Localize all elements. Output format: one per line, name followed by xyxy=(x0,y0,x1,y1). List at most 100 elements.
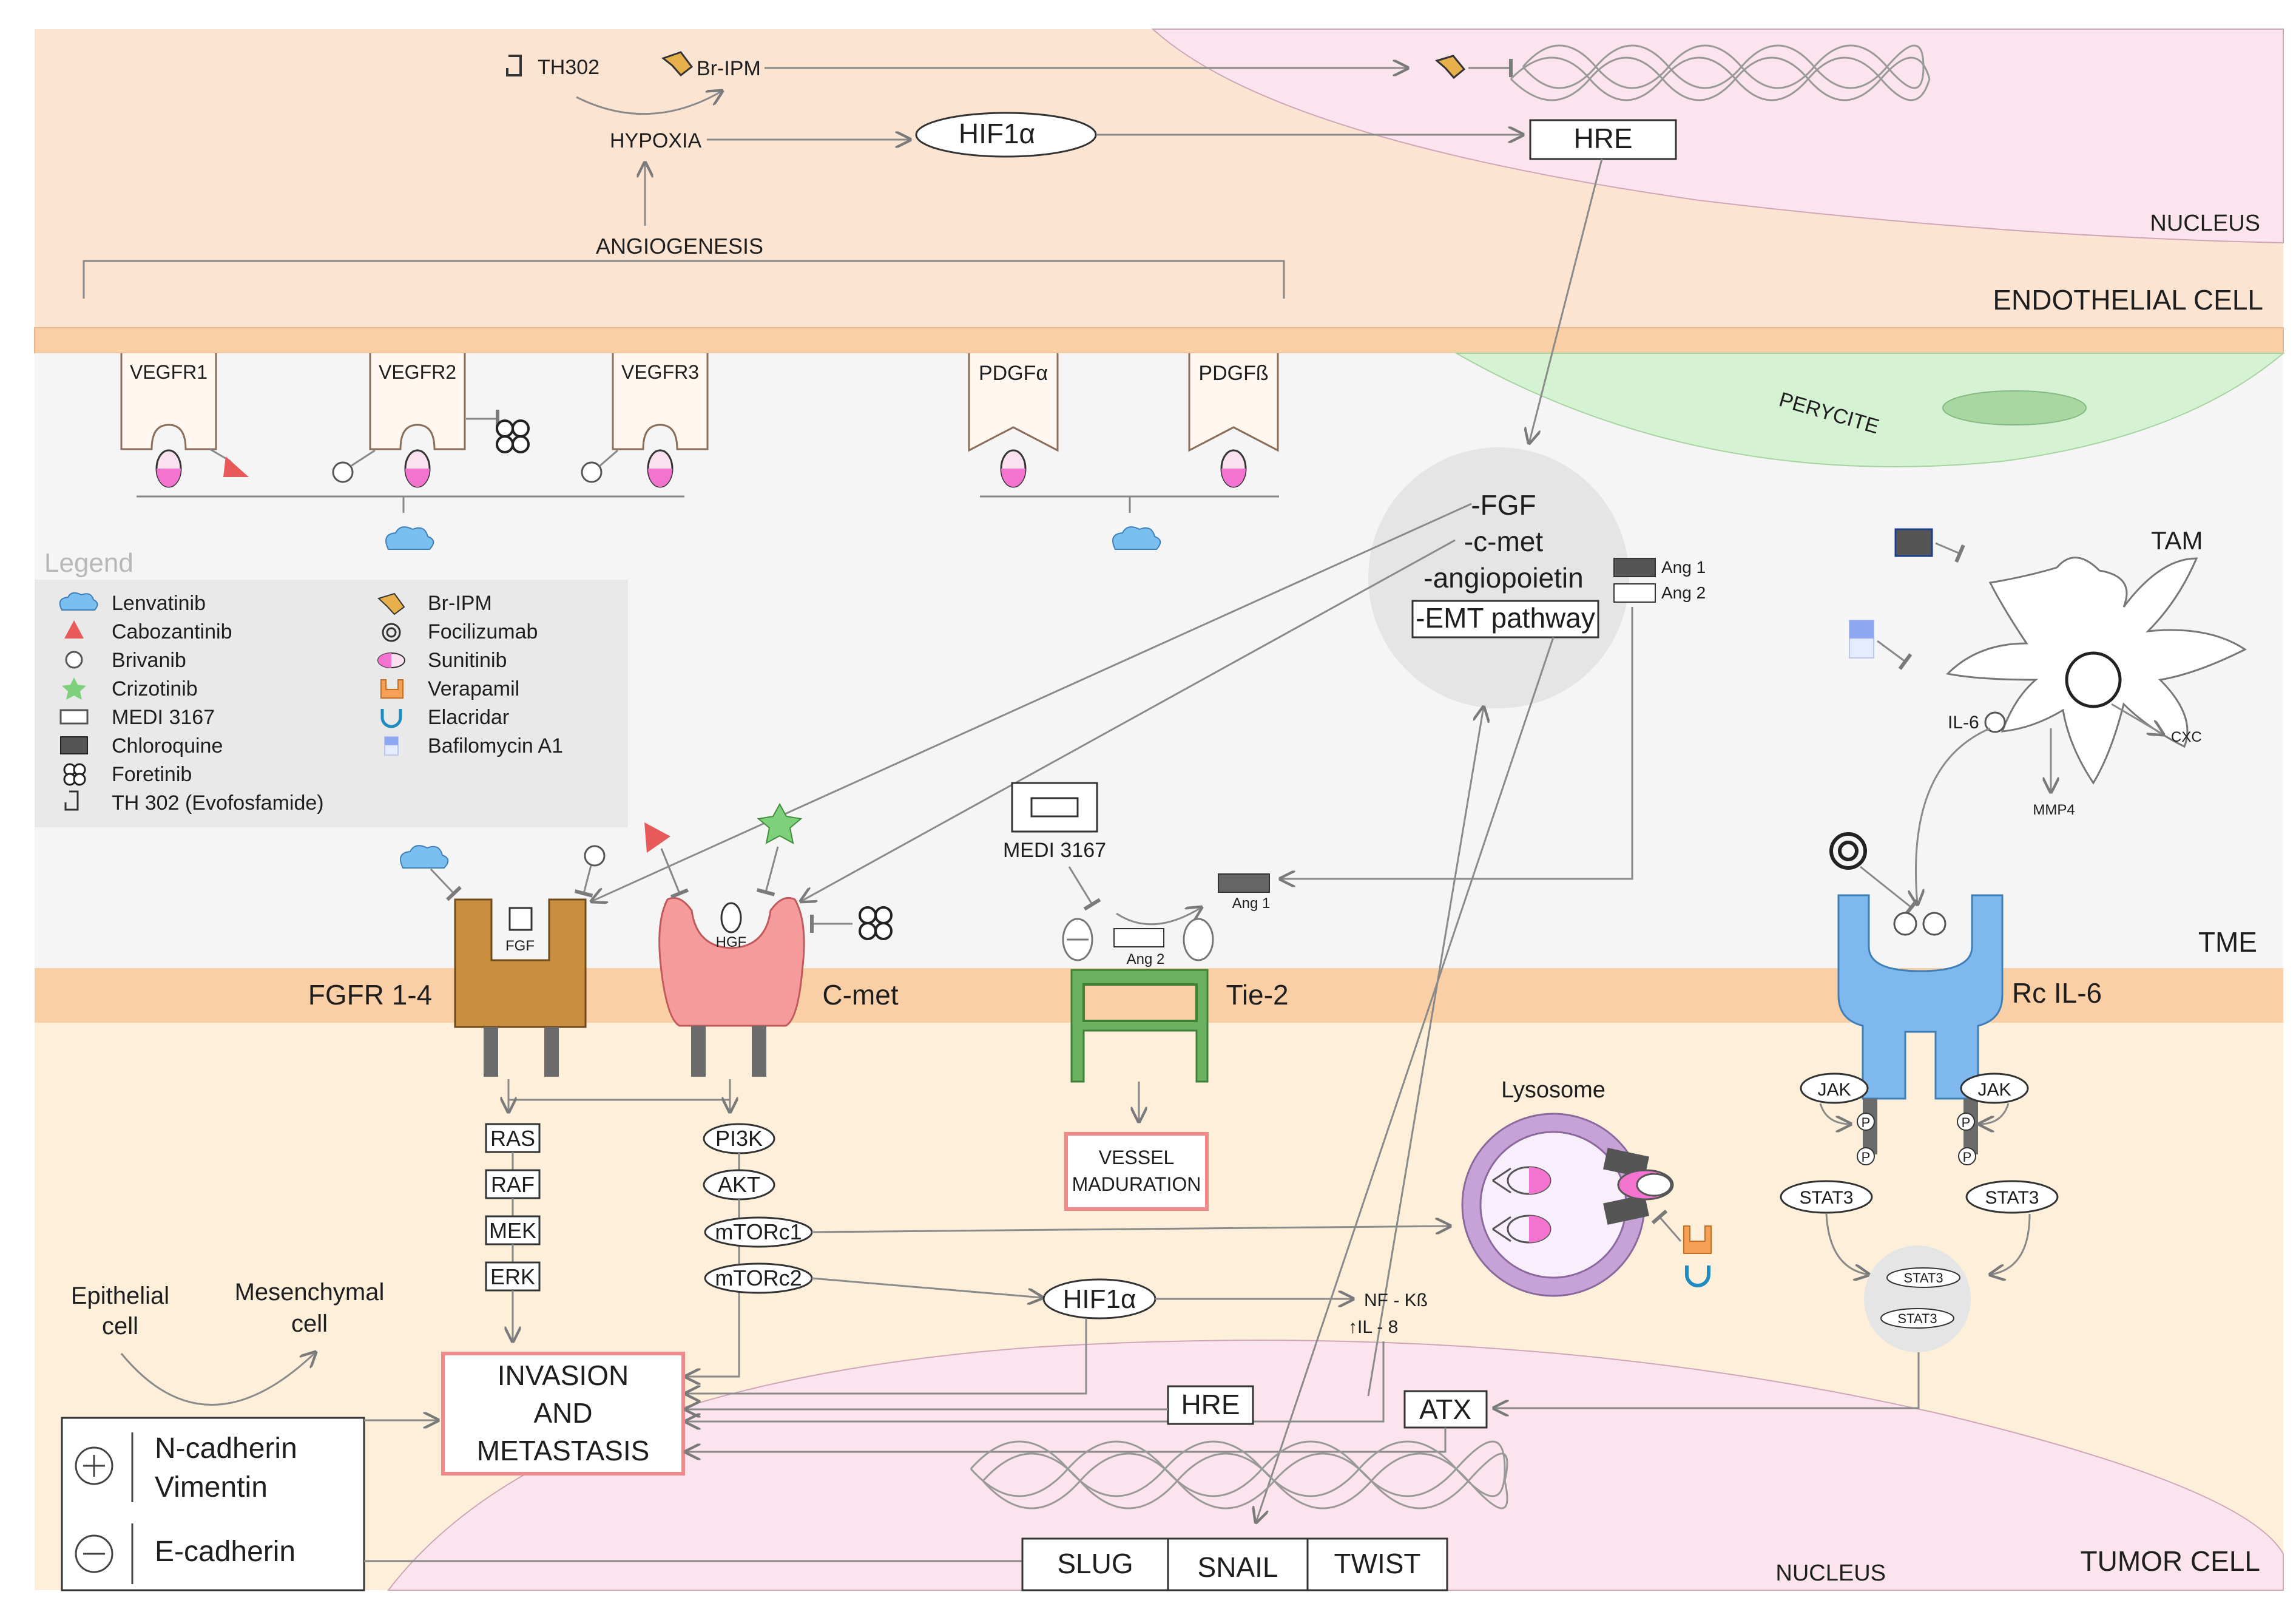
lenvatinib-cloud-icon xyxy=(400,845,449,869)
endothelial-cell-label: ENDOTHELIAL CELL xyxy=(1993,284,2263,316)
akt-label: AKT xyxy=(718,1172,760,1197)
fgfr-receptor: FGF FGFR 1-4 xyxy=(308,845,606,1077)
mmp4-label: MMP4 xyxy=(2033,802,2075,818)
ras-box xyxy=(485,1123,541,1153)
vegfr1-label: VEGFR1 xyxy=(130,361,208,383)
mtorc2-label: mTORc2 xyxy=(715,1265,802,1290)
vessel-maduration-box xyxy=(1064,1132,1209,1211)
medi-label: MEDI 3167 xyxy=(1003,839,1106,862)
lysosome: Lysosome xyxy=(1461,1077,1712,1297)
mesenchymal-label-1: Mesenchymal xyxy=(235,1279,385,1306)
nucleus-top-region xyxy=(1151,29,2284,244)
epithelial-label-1: Epithelial xyxy=(71,1282,169,1309)
legend: Legend Lenvatinib Cabozantinib Brivanib … xyxy=(35,548,628,827)
vessel-label-1: VESSEL xyxy=(1099,1147,1175,1168)
emt-to-slug-arrow xyxy=(1256,637,1555,1522)
th302-label: TH302 xyxy=(538,56,599,79)
snail-label: SNAIL xyxy=(1198,1551,1278,1583)
legend-item-bafilomycin: Bafilomycin A1 xyxy=(428,734,563,757)
il6-label: IL-6 xyxy=(1948,713,1979,733)
sunitinib-capsule-icon xyxy=(377,652,405,668)
tumor-signaling: RAS RAF MEK ERK PI3K AKT mTORc1 mTORc2 H… xyxy=(61,1079,1508,1591)
fgf-ligand-label: FGF xyxy=(505,938,535,954)
fgfr-label: FGFR 1-4 xyxy=(308,979,432,1011)
stat3-small-b-label: STAT3 xyxy=(1897,1311,1937,1326)
ang1-small-label: Ang 1 xyxy=(1232,895,1271,912)
phospho-label-3: P xyxy=(1962,1115,1971,1130)
atx-box xyxy=(1403,1390,1488,1429)
jak-right-label: JAK xyxy=(1977,1080,2011,1100)
legend-item-chloroquine: Chloroquine xyxy=(112,734,223,757)
sunitinib-capsule-icon xyxy=(1492,1166,1551,1244)
fgf-ligand-box xyxy=(508,907,533,931)
brivanib-circle-icon xyxy=(581,461,603,483)
br-ipm-icon-nucleus xyxy=(1434,55,1466,80)
slug-box xyxy=(1021,1537,1169,1591)
lenvatinib-cloud-icon xyxy=(385,526,434,550)
ang2-small-label: Ang 2 xyxy=(1127,951,1165,967)
growth-factor-cloud: -FGF -c-met -angiopoietin -EMT pathway A… xyxy=(1368,447,1706,708)
phospho-markers xyxy=(1857,1113,1976,1165)
factor-angiopoietin: -angiopoietin xyxy=(1423,562,1583,594)
hre-top-label: HRE xyxy=(1573,123,1632,154)
legend-item-focilizumab: Focilizumab xyxy=(428,620,538,643)
foretinib-cross-icon xyxy=(859,906,893,940)
tam-to-cxc-arrow xyxy=(2111,703,2163,734)
pdgfa-label: PDGFα xyxy=(979,362,1048,385)
ang2-swatch xyxy=(1613,583,1656,603)
legend-item-cabozantinib: Cabozantinib xyxy=(112,620,232,643)
legend-item-elacridar: Elacridar xyxy=(428,706,509,729)
crizotinib-star-icon xyxy=(62,677,86,700)
focilizumab-ring-icon xyxy=(1829,832,1867,870)
tam-nucleus xyxy=(2065,651,2122,708)
stat3-small-a-label: STAT3 xyxy=(1903,1270,1943,1286)
invasion-metastasis-box xyxy=(441,1352,685,1476)
hif1a-tumor-label: HIF1α xyxy=(1063,1284,1136,1314)
slug-label: SLUG xyxy=(1057,1548,1133,1579)
hre-top-box xyxy=(1529,119,1677,160)
hgf-ligand xyxy=(720,902,742,933)
pdgfr-receptors: PDGFα PDGFß xyxy=(968,353,1279,550)
cabozantinib-triangle-icon xyxy=(644,822,670,853)
hgf-label: HGF xyxy=(716,934,747,950)
fgfr-body xyxy=(454,898,587,1028)
legend-item-br-ipm: Br-IPM xyxy=(428,592,492,615)
vegfr2-label: VEGFR2 xyxy=(379,361,456,383)
raf-label: RAF xyxy=(491,1172,535,1197)
emt-pathway-box xyxy=(1411,600,1599,639)
twist-label: TWIST xyxy=(1334,1548,1420,1579)
stat3-to-atx-arrow xyxy=(1494,1352,1920,1408)
ras-label: RAS xyxy=(490,1126,535,1151)
factor-fgf: -FGF xyxy=(1471,489,1536,521)
rcil6-receptor: Rc IL-6 JAK JAK P P P P STAT3 STAT3 STAT… xyxy=(1494,832,2102,1408)
legend-item-verapamil: Verapamil xyxy=(428,677,519,700)
legend-item-brivanib: Brivanib xyxy=(112,649,186,672)
mtorc2-to-hif-arrow xyxy=(811,1277,1042,1298)
tme-label: TME xyxy=(2198,926,2257,958)
stat3-left-label: STAT3 xyxy=(1800,1188,1854,1208)
il8-label: ↑IL - 8 xyxy=(1348,1317,1398,1337)
legend-item-medi3167: MEDI 3167 xyxy=(112,706,215,729)
crizotinib-star-icon xyxy=(757,802,803,844)
vegfr2-receptor: VEGFR2 xyxy=(332,353,530,488)
ang1-label: Ang 1 xyxy=(1661,558,1706,577)
hre-bottom-box xyxy=(1167,1385,1254,1425)
pericyte-region xyxy=(1454,353,2285,467)
stat3-right-node xyxy=(1965,1180,2059,1214)
il8-to-invasion-arrow xyxy=(686,1341,1385,1421)
invasion-label-1: INVASION xyxy=(498,1360,629,1391)
ang2-label: Ang 2 xyxy=(1661,583,1706,602)
tie2-label: Tie-2 xyxy=(1226,979,1288,1011)
hre-to-factors-arrow xyxy=(1529,158,1603,443)
ang1-swatch xyxy=(1613,558,1656,577)
markers-box xyxy=(61,1417,365,1591)
mtorc2-to-invasion-arrow xyxy=(686,1293,740,1377)
legend-item-sunitinib: Sunitinib xyxy=(428,649,507,672)
legend-title: Legend xyxy=(44,548,133,578)
mek-label: MEK xyxy=(489,1218,536,1243)
cxc-label: CXC xyxy=(2171,729,2202,745)
pi3k-label: PI3K xyxy=(715,1126,763,1151)
tam-cell: TAM IL-6 CXC MMP4 xyxy=(1849,526,2247,904)
dna-helix-top xyxy=(1510,44,1931,101)
legend-item-lenvatinib: Lenvatinib xyxy=(112,592,206,615)
